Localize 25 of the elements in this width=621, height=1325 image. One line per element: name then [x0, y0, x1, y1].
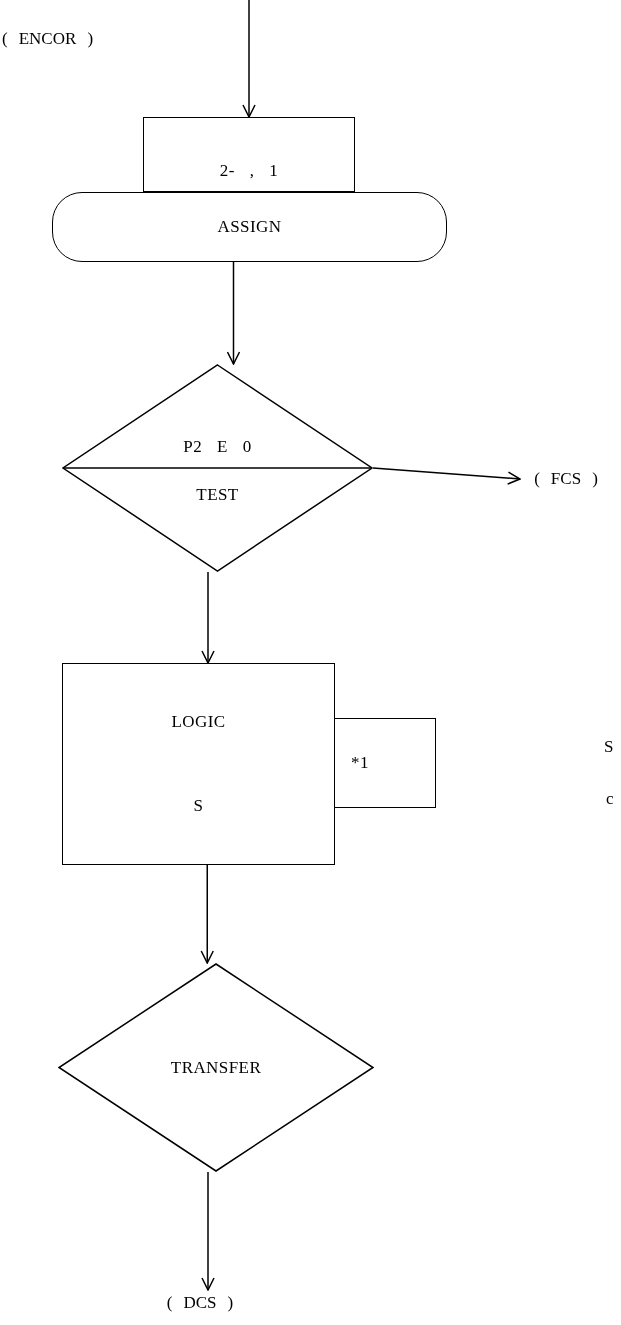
process-box: [62, 663, 335, 865]
condition-text: P2 E 0: [183, 436, 252, 458]
arrow: [201, 1171, 215, 1291]
annotation-box: [335, 718, 436, 808]
arrow: [242, 0, 256, 118]
annotation-text: S: [604, 736, 614, 758]
arrow: [200, 864, 214, 964]
connector-label: ( FCS ): [520, 466, 612, 492]
decision-diamond: [62, 364, 373, 572]
connector-label: ( DCS ): [150, 1290, 250, 1316]
annotation-text: ( ENCOR ): [2, 28, 94, 50]
annotation-text: c: [606, 788, 614, 810]
node-label: TRANSFER: [170, 1056, 262, 1079]
box-text: 2- , 1: [219, 159, 279, 182]
process-box: [143, 117, 355, 192]
arrow: [226, 261, 241, 365]
arrow: [201, 571, 215, 664]
decision-diamond: [58, 963, 374, 1172]
node-label: S: [193, 795, 204, 818]
box-text: *1: [351, 752, 369, 775]
node-label: TEST: [196, 484, 239, 506]
terminal-shape: [52, 192, 447, 262]
node-label: LOGIC: [171, 711, 226, 734]
node-label: ASSIGN: [217, 216, 282, 239]
arrow: [372, 467, 521, 485]
